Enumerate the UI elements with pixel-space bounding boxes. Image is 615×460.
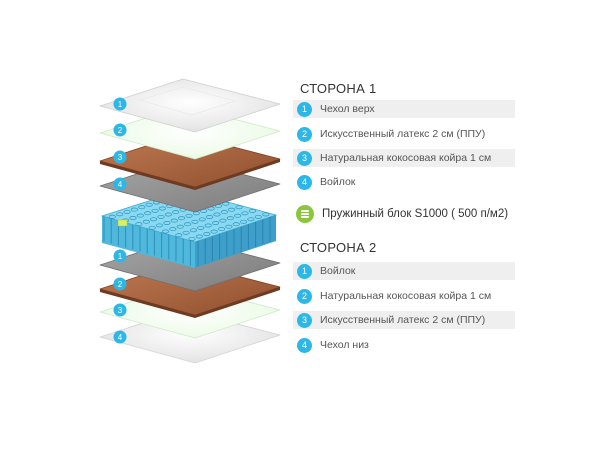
side-2-item-2-label: Натуральная кокосовая койра 1 см (320, 290, 492, 302)
side-1-item-4: 4 Войлок (293, 173, 515, 191)
svg-text:1: 1 (118, 100, 123, 109)
side-1-heading: СТОРОНА 1 (300, 81, 377, 96)
spring-block-item: Пружинный блок S1000 ( 500 п/м2) (293, 204, 508, 224)
side-2-item-3-label: Искусственный латекс 2 см (ППУ) (320, 314, 486, 326)
layer-badge-bottom-1: 1 (113, 249, 127, 263)
side-1-item-2: 2 Искусственный латекс 2 см (ППУ) (293, 125, 515, 143)
svg-text:1: 1 (118, 252, 123, 261)
layer-badge-top-1: 1 (113, 97, 127, 111)
side-2-item-4: 4 Чехол низ (293, 336, 515, 354)
spring-block-layer (100, 189, 278, 268)
layer-badge-bottom-4: 4 (113, 330, 127, 344)
number-badge-icon: 3 (297, 150, 312, 166)
number-badge-icon: 1 (297, 101, 312, 117)
number-badge-icon: 3 (297, 312, 312, 328)
side-1-item-4-label: Войлок (320, 176, 356, 188)
side-1-item-1: 1 Чехол верх (293, 100, 515, 118)
number-badge-icon: 2 (297, 288, 312, 304)
layer-badge-bottom-2: 2 (113, 277, 127, 291)
side-2-item-1-label: Войлок (320, 265, 356, 277)
svg-text:3: 3 (118, 153, 123, 162)
mattress-layer-stack: 1 2 3 4 1 2 3 4 (99, 78, 281, 364)
side-1-item-2-label: Искусственный латекс 2 см (ППУ) (320, 128, 486, 140)
spring-block-label: Пружинный блок S1000 ( 500 п/м2) (322, 208, 509, 220)
layer-badge-top-2: 2 (113, 123, 127, 137)
spring-block-icon (296, 205, 314, 223)
side-2-item-1: 1 Войлок (293, 262, 515, 280)
number-badge-icon: 2 (297, 126, 312, 142)
layer-badge-bottom-3: 3 (113, 303, 127, 317)
svg-text:4: 4 (118, 180, 123, 189)
side-2-item-4-label: Чехол низ (320, 339, 369, 351)
side-1-item-3-label: Натуральная кокосовая койра 1 см (320, 152, 492, 164)
layer-badge-top-3: 3 (113, 150, 127, 164)
number-badge-icon: 4 (297, 174, 312, 190)
svg-text:4: 4 (118, 333, 123, 342)
side-2-item-3: 3 Искусственный латекс 2 см (ППУ) (293, 311, 515, 329)
number-badge-icon: 1 (297, 263, 312, 279)
svg-text:2: 2 (118, 280, 123, 289)
side-1-item-3: 3 Натуральная кокосовая койра 1 см (293, 149, 515, 167)
top-cover-layer (99, 78, 281, 133)
svg-text:2: 2 (118, 126, 123, 135)
svg-text:3: 3 (118, 306, 123, 315)
spring-block-tag (117, 219, 128, 227)
side-2-item-2: 2 Натуральная кокосовая койра 1 см (293, 287, 515, 305)
side-1-item-1-label: Чехол верх (320, 103, 375, 115)
side-2-heading: СТОРОНА 2 (300, 240, 377, 255)
layer-badge-top-4: 4 (113, 177, 127, 191)
number-badge-icon: 4 (297, 337, 312, 353)
